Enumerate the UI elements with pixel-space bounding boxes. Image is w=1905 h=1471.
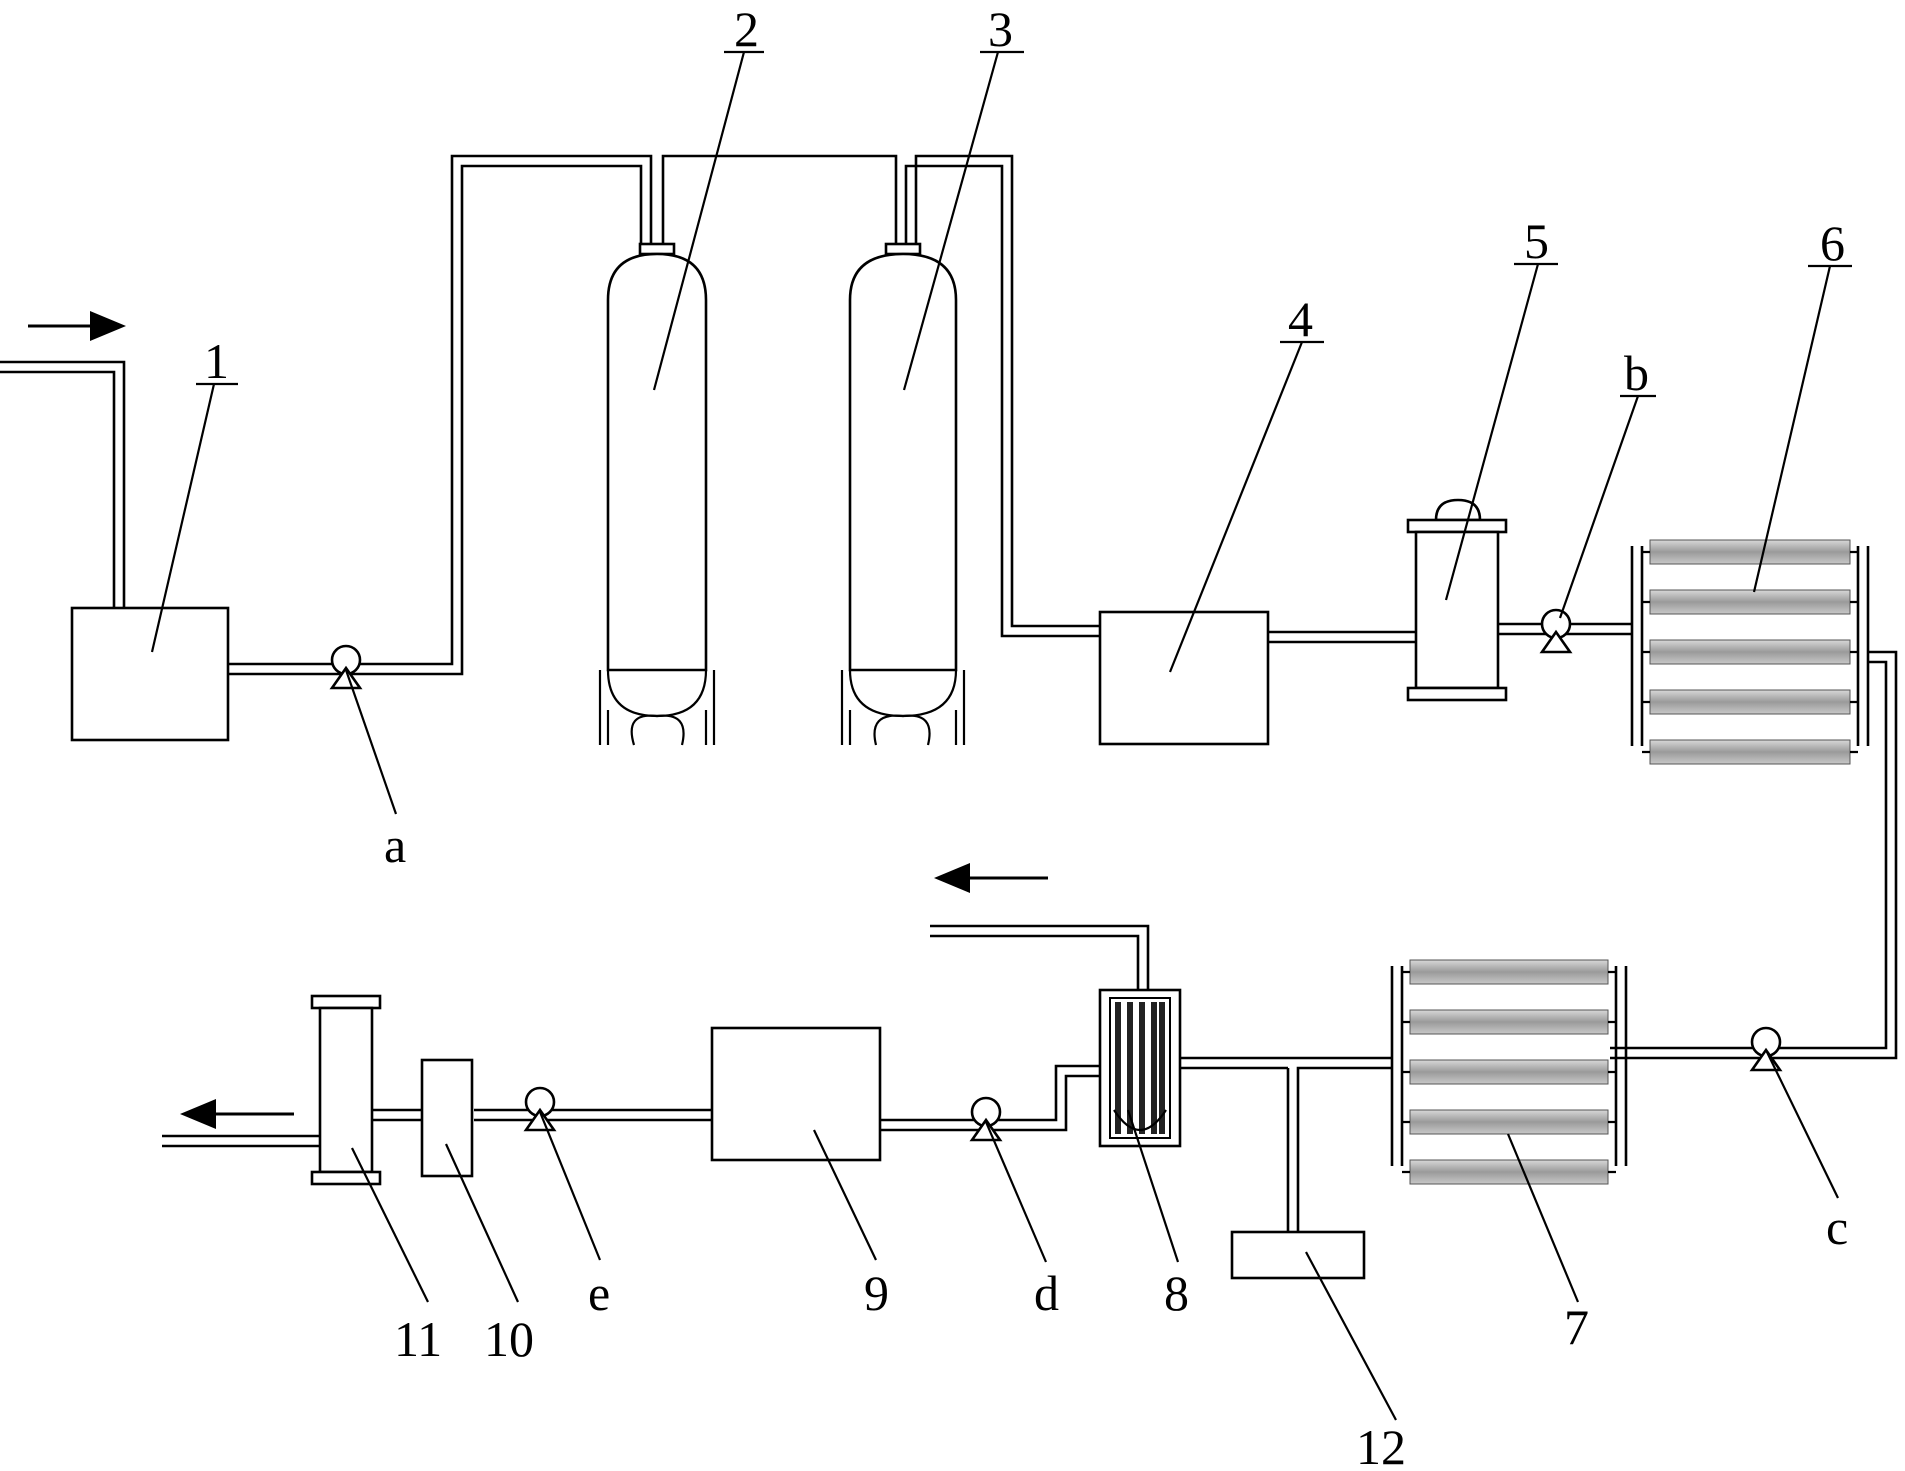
- pump-a: [329, 644, 363, 690]
- label-pump-d: d: [1034, 1265, 1059, 1321]
- pipe-bank6-to-bank7: [1610, 650, 1898, 1060]
- label-pump-c: c: [1826, 1199, 1848, 1255]
- label-exchanger-8: 8: [1164, 1265, 1189, 1321]
- tank-12: [1230, 1230, 1366, 1280]
- pipe-unit10-to-filter11: [372, 1108, 422, 1122]
- column-2: [598, 242, 716, 746]
- label-pump-e: e: [588, 1265, 610, 1321]
- label-pump-a: a: [384, 817, 406, 873]
- leader-lines: [150, 50, 1852, 1421]
- label-pump-b: b: [1624, 345, 1649, 401]
- pump-c: [1749, 1026, 1783, 1072]
- label-column-3: 3: [988, 1, 1013, 57]
- label-tank-1: 1: [204, 333, 229, 389]
- heat-exchanger-8: [930, 924, 1182, 1148]
- pump-b: [1539, 608, 1573, 654]
- pipe-exchanger8-to-tank9: [880, 1064, 1100, 1132]
- label-filter-5: 5: [1524, 213, 1549, 269]
- pump-d: [969, 1096, 1003, 1142]
- label-bank-7: 7: [1564, 1299, 1589, 1355]
- label-unit-10: 10: [484, 1311, 534, 1367]
- membrane-bank-6: [1630, 539, 1870, 765]
- outlet-pipe: [162, 1134, 320, 1148]
- column-3: [840, 242, 966, 746]
- tank-9: [710, 1026, 882, 1162]
- label-tank-12: 12: [1356, 1419, 1406, 1471]
- pipe-tank9-to-unit10: [474, 1108, 712, 1122]
- pump-e: [523, 1086, 557, 1132]
- label-tank-9: 9: [864, 1265, 889, 1321]
- filter-11: [310, 994, 382, 1186]
- label-tank-4: 4: [1288, 291, 1313, 347]
- pipe-tank4-to-filter5: [1268, 630, 1426, 644]
- unit-10: [420, 1058, 474, 1178]
- pipe-tank1-to-columns: [228, 154, 1100, 676]
- label-bank-6: 6: [1820, 215, 1845, 271]
- tank-4: [1098, 610, 1270, 746]
- membrane-bank-7: [1390, 959, 1628, 1185]
- label-filter-11: 11: [394, 1311, 442, 1367]
- label-column-2: 2: [734, 1, 759, 57]
- pipe-bank7-to-exchanger8: [1180, 1056, 1392, 1232]
- inlet-pipe: [0, 360, 126, 608]
- filter-5: [1406, 498, 1508, 702]
- tank-1: [70, 606, 230, 742]
